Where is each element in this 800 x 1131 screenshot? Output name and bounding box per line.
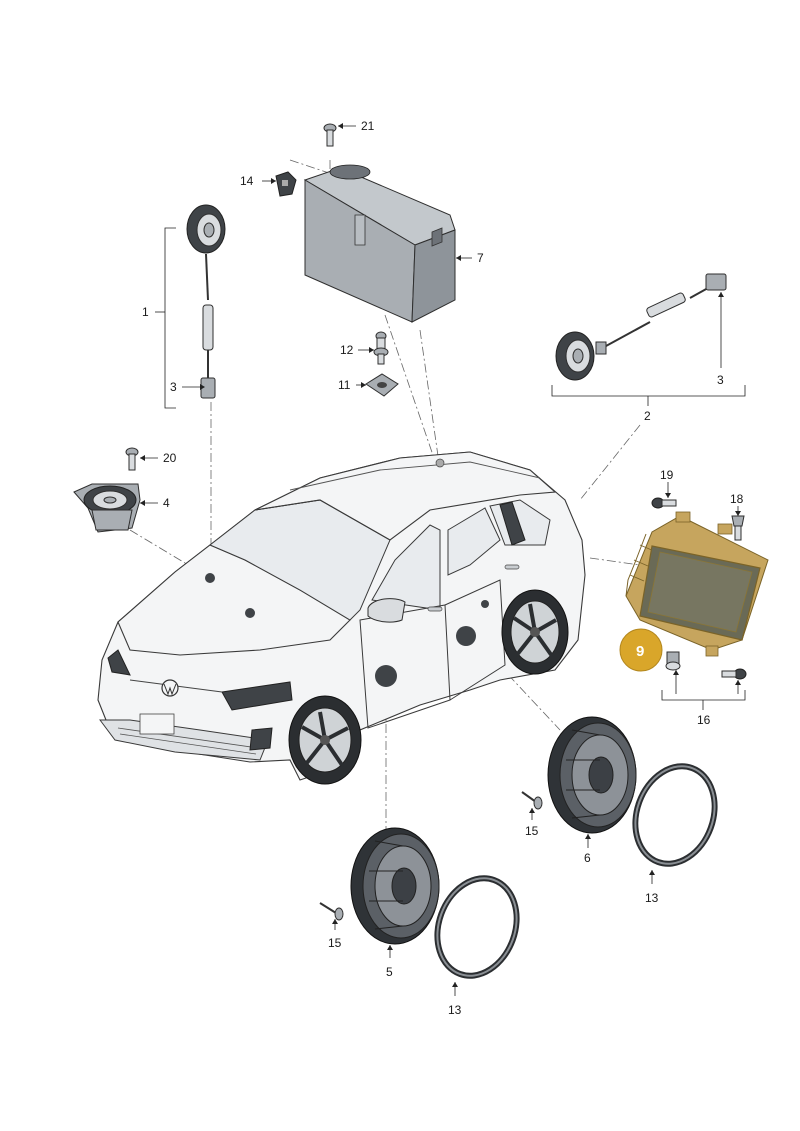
callout-19: 19 — [660, 468, 674, 482]
vehicle-body — [97, 451, 586, 785]
callout-4: 4 — [163, 496, 170, 510]
callout-14: 14 — [240, 174, 254, 188]
callout-3-right: 3 — [717, 373, 724, 387]
door-speaker-part6 — [547, 716, 637, 834]
callout-12: 12 — [340, 343, 354, 357]
callout-5: 5 — [386, 965, 393, 979]
rivet-15-lower — [319, 902, 344, 921]
callout-15-upper: 15 — [525, 824, 539, 838]
midrange-speaker-part4 — [73, 483, 141, 533]
callout-13-upper: 13 — [645, 891, 659, 905]
callout-20: 20 — [163, 451, 177, 465]
callout-7: 7 — [477, 251, 484, 265]
screw-part19 — [651, 497, 677, 509]
callout-2: 2 — [644, 409, 651, 423]
callout-16: 16 — [697, 713, 711, 727]
door-speaker-part5 — [350, 827, 440, 945]
door-seal-ring-part5 — [434, 875, 520, 979]
nut-plate-part11 — [365, 373, 399, 397]
subwoofer-box-part7 — [303, 164, 456, 323]
tweeter-with-cable-part1 — [186, 204, 226, 399]
callout-9-badge — [619, 628, 663, 672]
tweeter-with-cable-part2 — [555, 273, 727, 381]
clip-part18 — [731, 515, 745, 541]
callout-3-left: 3 — [170, 380, 177, 394]
callout-21: 21 — [361, 119, 375, 133]
screw-part20 — [125, 447, 139, 471]
amplifier-part9 — [625, 511, 769, 657]
callout-13-lower: 13 — [448, 1003, 462, 1017]
rivet-15-upper — [521, 791, 543, 810]
callout-1: 1 — [142, 305, 149, 319]
screw-part21 — [323, 123, 337, 147]
callout-15-lower: 15 — [328, 936, 342, 950]
callout-9: 9 — [636, 643, 644, 660]
bracket-part14 — [275, 171, 297, 197]
callout-18: 18 — [730, 492, 744, 506]
bracket-1 — [155, 227, 176, 409]
door-seal-ring-part6 — [632, 763, 718, 867]
stud-part12 — [373, 331, 389, 365]
callout-6: 6 — [584, 851, 591, 865]
callout-11: 11 — [338, 378, 351, 392]
screws-part16 — [665, 651, 747, 680]
